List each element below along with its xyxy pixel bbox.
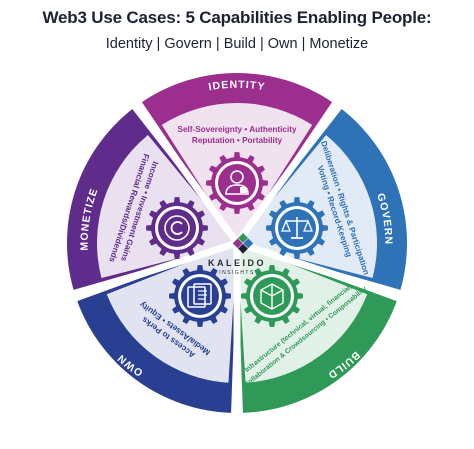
gear-own (169, 265, 231, 327)
gear-monetize (146, 197, 208, 259)
logo-name: KALEIDO (208, 258, 266, 268)
gear-identity (206, 152, 268, 214)
logo-sub: INSIGHTS (219, 270, 255, 276)
document-stack-icon (187, 283, 212, 308)
cube-icon (260, 283, 284, 310)
gear-build (241, 265, 303, 327)
gear-govern (266, 197, 328, 259)
segment-divider (235, 239, 402, 300)
scales-icon (281, 217, 313, 239)
segment-identity-line1: Self-Sovereignty • Authenticity (177, 125, 296, 134)
segment-divider (234, 101, 341, 246)
person-lock-icon (225, 170, 249, 195)
kaleido-logo: KALEIDO INSIGHTS (208, 233, 266, 276)
segment-divider (133, 101, 240, 246)
diagram-title: Web3 Use Cases: 5 Capabilities Enabling … (42, 8, 432, 27)
segment-identity-title: IDENTITY (208, 79, 267, 94)
segment-identity-text: Self-Sovereignty • AuthenticityReputatio… (177, 125, 296, 145)
segment-divider (72, 239, 239, 300)
segment-identity-line2: Reputation • Portability (192, 136, 283, 145)
copyright-icon (164, 215, 190, 241)
diagram-subtitle: Identity | Govern | Build | Own | Moneti… (105, 36, 369, 52)
